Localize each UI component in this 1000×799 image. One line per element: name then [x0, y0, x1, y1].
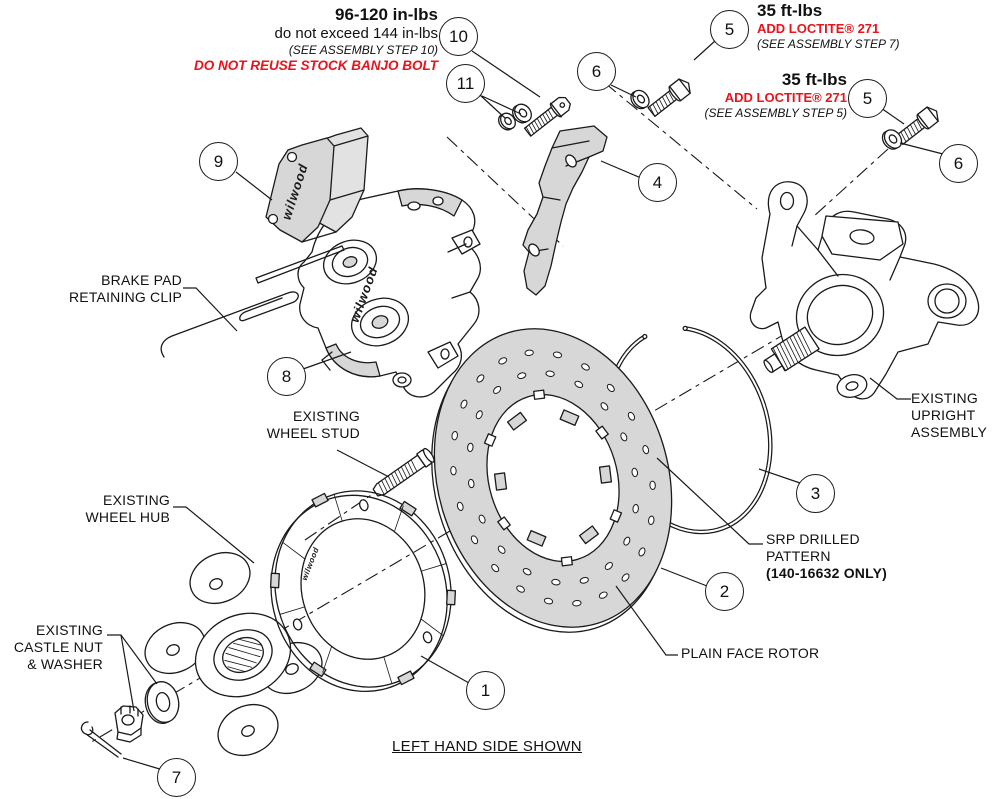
- label-line: PATTERN: [766, 548, 831, 564]
- upright-bolt-drawing: [895, 106, 939, 145]
- rotor-drawing: [431, 328, 673, 633]
- adapter-tabs: [269, 492, 457, 686]
- callout-4: 4: [638, 163, 677, 202]
- adapter-drawing: wilwood: [269, 490, 457, 693]
- callout-2: 2: [705, 572, 744, 611]
- upright-assembly-drawing: [749, 181, 980, 400]
- label-line: BRAKE PAD: [101, 272, 182, 288]
- wheel-stud-drawing: [372, 447, 435, 497]
- banjo-torque-value: 96-120 in-lbs: [335, 5, 438, 24]
- callout-5-top: 5: [710, 10, 749, 49]
- wheel-hub-drawing: [144, 551, 323, 757]
- label-line: EXISTING: [293, 408, 360, 424]
- label-line: WHEEL STUD: [266, 425, 360, 441]
- banjo-bolt-warning: DO NOT REUSE STOCK BANJO BOLT: [193, 58, 438, 73]
- label-line: (140-16632 ONLY): [766, 565, 887, 581]
- bracket-torque-step: (SEE ASSEMBLY STEP 5): [704, 106, 847, 120]
- caliper-torque-step: (SEE ASSEMBLY STEP 7): [757, 37, 900, 51]
- callout-9: 9: [199, 142, 238, 181]
- diagram-caption: LEFT HAND SIDE SHOWN: [392, 738, 582, 755]
- bracket-bolt-drawing: [647, 78, 691, 117]
- callout-11: 11: [446, 64, 485, 103]
- label-line: ASSEMBLY: [911, 424, 988, 440]
- label-existing-wheel-hub: EXISTING WHEEL HUB: [85, 492, 170, 526]
- rotor-inner-tabs: [493, 409, 613, 547]
- leader-lines: [107, 40, 944, 771]
- callout-6-top: 6: [577, 52, 616, 91]
- banjo-torque-step: (SEE ASSEMBLY STEP 10): [288, 43, 438, 57]
- label-line: EXISTING: [103, 492, 170, 508]
- caliper-torque-value: 35 ft-lbs: [757, 1, 823, 20]
- note-bracket-bolt-torque: 35 ft-lbs ADD LOCTITE® 271 (SEE ASSEMBLY…: [704, 70, 847, 121]
- cotter-pin-drawing: [80, 721, 122, 758]
- castle-nut-drawing: [114, 705, 144, 743]
- label-line: EXISTING: [36, 622, 103, 638]
- crush-washers-drawing: [498, 103, 532, 131]
- banjo-bolt-drawing: [523, 96, 571, 137]
- label-line: EXISTING: [911, 390, 978, 406]
- brake-pads-drawing: wilwood: [265, 127, 369, 243]
- banjo-torque-limit: do not exceed 144 in-lbs: [274, 25, 438, 42]
- bracket-loctite-note: ADD LOCTITE® 271: [724, 90, 847, 105]
- label-line: PLAIN FACE ROTOR: [681, 645, 820, 661]
- caliper-loctite-note: ADD LOCTITE® 271: [757, 21, 880, 36]
- label-srp-drilled-pattern: SRP DRILLED PATTERN (140-16632 ONLY): [766, 531, 887, 582]
- label-line: WHEEL HUB: [85, 509, 170, 525]
- callout-10: 10: [439, 17, 478, 56]
- label-existing-castle-nut: EXISTING CASTLE NUT & WASHER: [14, 622, 103, 673]
- bracket-drawing: [522, 125, 608, 296]
- label-existing-upright-assembly: EXISTING UPRIGHT ASSEMBLY: [911, 390, 987, 441]
- note-banjo-torque: 96-120 in-lbs do not exceed 144 in-lbs (…: [194, 5, 438, 74]
- label-line: RETAINING CLIP: [68, 289, 182, 305]
- flat-washer-right-drawing: [881, 129, 903, 150]
- callout-3: 3: [796, 474, 835, 513]
- callout-6-right: 6: [939, 144, 978, 183]
- flat-washer-top-drawing: [630, 89, 650, 110]
- label-line: SRP DRILLED: [766, 531, 860, 547]
- label-line: UPRIGHT: [911, 407, 976, 423]
- retaining-clip-drawing: [160, 245, 345, 358]
- label-existing-wheel-stud: EXISTING WHEEL STUD: [267, 408, 360, 442]
- callout-5-right: 5: [848, 79, 887, 118]
- caliper-drawing: wilwood: [297, 188, 481, 398]
- note-caliper-bolt-torque: 35 ft-lbs ADD LOCTITE® 271 (SEE ASSEMBLY…: [757, 1, 900, 52]
- spindle-washer-drawing: [144, 681, 180, 724]
- label-plain-face-rotor: PLAIN FACE ROTOR: [681, 645, 819, 662]
- rotor-inner-notches: [483, 389, 623, 567]
- callout-7: 7: [157, 758, 196, 797]
- label-brake-pad-retaining-clip: BRAKE PAD RETAINING CLIP: [69, 272, 182, 306]
- bracket-torque-value: 35 ft-lbs: [781, 70, 847, 89]
- callout-1: 1: [466, 671, 505, 710]
- callout-8: 8: [267, 357, 306, 396]
- label-line: CASTLE NUT: [13, 639, 103, 655]
- label-line: & WASHER: [27, 656, 103, 672]
